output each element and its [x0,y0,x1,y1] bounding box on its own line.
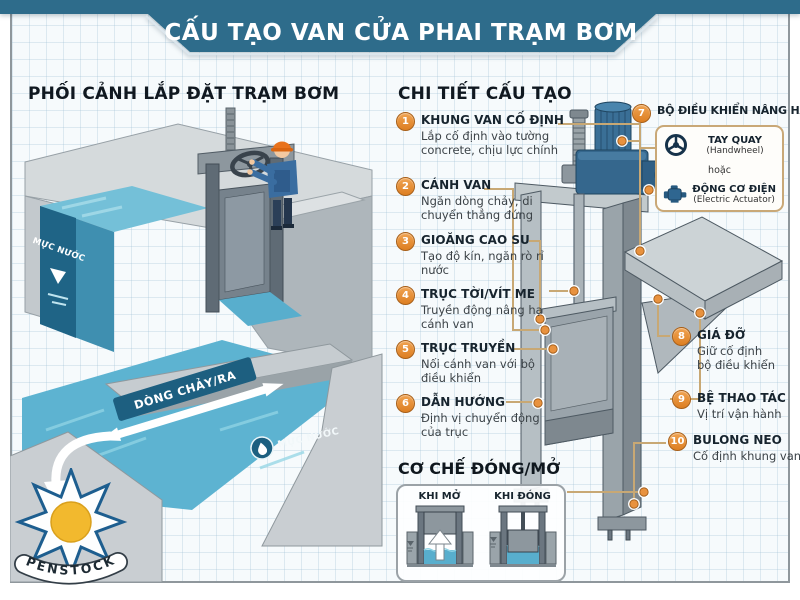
handwheel-label: TAY QUAY [708,134,762,146]
part-item-10: 10 BULONG NEO Cố định khung van [668,432,800,463]
closed-state-label: KHI ĐÓNG [494,491,551,502]
penstock-logo: PENSTOCK [14,468,128,585]
part-item-3: 3 GIOĂNG CAO SU Tạo độ kín, ngăn rò rỉ n… [396,232,548,278]
hard-hat-icon [273,141,291,149]
mechanism-open-state: KHI MỞ [405,491,475,580]
up-arrow-icon [427,529,452,545]
connector-dots [532,135,706,510]
part-desc: Truyền động nâng hạ cánh van [421,303,543,332]
part-title: CÁNH VAN [421,178,492,192]
part-title: GIOĂNG CAO SU [421,233,530,247]
part-desc: Vị trí vận hành [697,407,782,422]
electric-actuator-option: ĐỘNG CƠ ĐIỆN (Electric Actuator) [663,183,776,205]
part-desc: Cố định khung van [693,449,800,464]
part-title: KHUNG VAN CỐ ĐỊNH [421,113,564,127]
technical-drawing [484,101,784,541]
part-number-badge: 3 [396,232,415,251]
part-desc: Định vị chuyển động của trục [421,411,540,440]
part-number-badge: 9 [672,390,691,409]
detail-section-heading: CHI TIẾT CẤU TẠO [398,84,572,104]
part-title: TRỤC TRUYỀN [421,341,516,355]
part-title: BỆ THAO TÁC [697,391,786,405]
upper-water-basin: MỰC NƯỚC [31,186,208,352]
worker-figure [247,141,298,230]
or-divider: hoặc [708,164,731,176]
part-title: GIÁ ĐỠ [697,328,746,342]
part-number-badge: 1 [396,112,415,131]
part-item-5: 5 TRỤC TRUYỀN Nối cánh van với bộ điều k… [396,340,548,386]
part-item-6: 6 DẪN HƯỚNG Định vị chuyển động của trục [396,394,548,440]
part-number-badge: 5 [396,340,415,359]
open-state-label: KHI MỞ [418,491,461,502]
part-item-2: 2 CÁNH VAN Ngăn dòng chảy, di chuyển thẳ… [396,177,548,223]
part-title: DẪN HƯỚNG [421,395,505,409]
part-item-9: 9 BỆ THAO TÁC Vị trí vận hành [672,390,794,421]
water-level-triangle-icon [50,268,66,284]
gate-open-diagram [406,505,473,567]
handwheel-sublabel: (Handwheel) [706,145,764,156]
electric-actuator-label: ĐỘNG CƠ ĐIỆN [692,183,776,195]
operating-platform [623,216,784,374]
part-title: TRỤC TỜI/VÍT ME [421,287,535,301]
handwheel-icon [665,134,687,156]
electric-motor-icon [663,185,687,203]
part-item-8: 8 GIÁ ĐỠ Giữ cố định bộ điều khiển [672,327,794,373]
part-desc: Lắp cố định vào tường concrete, chịu lực… [421,129,559,158]
title-ribbon: CẤU TẠO VAN CỬA PHAI TRẠM BƠM [0,0,800,56]
part-title: BULONG NEO [693,433,782,447]
part-desc: Ngăn dòng chảy, di chuyển thẳng đứng [421,194,533,223]
handwheel-option: TAY QUAY (Handwheel) [663,132,776,158]
part-number-badge: 7 [632,104,651,123]
part-desc: Giữ cố định bộ điều khiển [697,344,776,373]
part-number-badge: 4 [396,286,415,305]
controller-options-box: TAY QUAY (Handwheel) hoặc ĐỘNG CƠ ĐIỆN (… [655,125,784,212]
mechanism-heading: CƠ CHẾ ĐÓNG/MỞ [398,459,561,478]
part-number-badge: 10 [668,432,687,451]
part-number-badge: 2 [396,177,415,196]
sun-circle-icon [50,501,92,543]
part-title: BỘ ĐIỀU KHIỂN NÂNG HẠ [657,104,800,117]
part-item-1: 1 KHUNG VAN CỐ ĐỊNH Lắp cố định vào tườn… [396,112,564,158]
part-item-4: 4 TRỤC TỜI/VÍT ME Truyền động nâng hạ cá… [396,286,548,332]
left-illustration: MỰC NƯỚC [10,107,383,582]
mechanism-closed-state: KHI ĐÓNG [488,491,558,580]
left-section-heading: PHỐI CẢNH LẮP ĐẶT TRẠM BƠM [28,84,340,104]
part-desc: Tạo độ kín, ngăn rò rỉ nước [421,249,544,278]
part-desc: Nối cánh van với bộ điều khiển [421,357,535,386]
gate-closed-diagram [489,505,556,567]
gate-leaf [541,296,617,446]
front-right-bank [261,353,383,547]
electric-actuator-sublabel: (Electric Actuator) [693,194,775,205]
page-title: CẤU TẠO VAN CỬA PHAI TRẠM BƠM [164,15,637,46]
part-number-badge: 8 [672,327,691,346]
mechanism-box: KHI MỞ KHI ĐÓNG [396,484,566,582]
part-item-7: 7 BỘ ĐIỀU KHIỂN NÂNG HẠ [632,104,800,123]
part-number-badge: 6 [396,394,415,413]
